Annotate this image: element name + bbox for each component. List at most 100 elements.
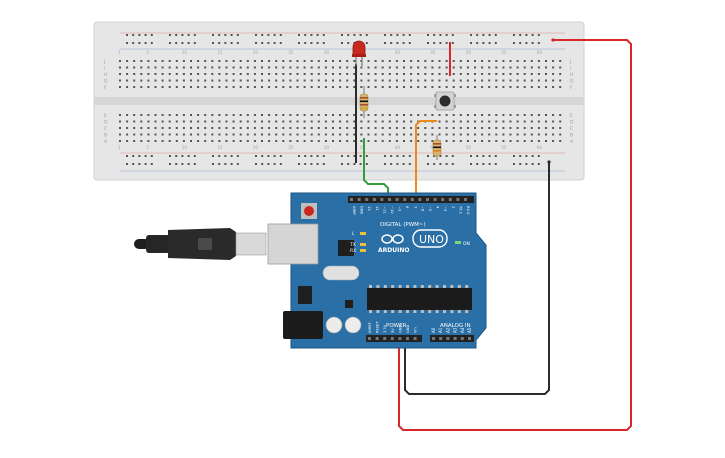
arduino-logo [381,234,404,244]
wire-black-gnd[interactable] [404,162,550,395]
rail-hole [488,155,491,157]
breadboard-hole [417,66,420,69]
breadboard-hole [310,114,313,116]
breadboard-hole [147,133,150,136]
breadboard-hole [225,60,228,62]
breadboard-hole [232,133,235,136]
analog-pin-hole[interactable] [460,337,464,340]
breadboard-hole [310,120,313,123]
breadboard-hole [559,133,562,136]
power-pin-hole[interactable] [375,337,379,340]
rail-hole [482,163,485,165]
wire-green-pin12[interactable] [363,138,389,208]
breadboard-hole [140,66,143,69]
digital-pin-hole[interactable] [448,198,452,201]
breadboard-hole [374,120,377,123]
digital-pin-hole[interactable] [372,198,376,201]
breadboard-hole [168,133,171,136]
wire-orange-pin7[interactable] [415,120,437,208]
reset-button[interactable] [304,206,314,216]
breadboard-hole [559,120,562,123]
breadboard-hole [374,60,377,62]
wire-red-5v[interactable] [398,39,632,431]
chip-leg [369,310,372,313]
digital-pin-hole[interactable] [433,198,437,201]
breadboard-hole [211,60,214,62]
breadboard-hole [324,86,327,88]
breadboard-hole [445,133,448,136]
digital-pin-hole[interactable] [395,198,399,201]
breadboard-hole [225,120,228,123]
rail-hole [359,155,362,157]
rail-hole [304,42,307,44]
digital-pin-hole[interactable] [441,198,445,201]
breadboard-hole [360,120,363,123]
power-pin-hole[interactable] [398,337,402,340]
digital-pin-hole[interactable] [365,198,369,201]
analog-pin-hole[interactable] [446,337,450,340]
breadboard-hole [310,73,313,75]
breadboard-hole [537,66,540,69]
breadboard-hole [502,73,505,75]
analog-pin-hole[interactable] [453,337,457,340]
digital-pin-hole[interactable] [380,198,384,201]
row-label: A [570,139,574,145]
pushbutton-cap[interactable] [439,95,451,107]
power-pin-hole[interactable] [368,337,371,340]
resistor-button[interactable] [432,135,442,160]
breadboard-hole [225,86,228,88]
resistor-led[interactable] [359,86,369,118]
digital-pin-hole[interactable] [403,198,407,201]
power-pin-hole[interactable] [390,337,394,340]
breadboard-hole [388,66,391,69]
usb-cable[interactable] [134,228,267,260]
breadboard-hole [282,79,285,82]
breadboard-hole [410,79,413,82]
analog-pin-hole[interactable] [468,337,471,340]
breadboard-hole [367,60,370,62]
pushbutton-leg [434,94,436,97]
chip-leg [406,285,409,288]
breadboard-hole [445,73,448,75]
rail-hole [187,42,190,44]
digital-pin-label: 2 [451,206,455,208]
led-on-indicator [455,241,461,244]
pushbutton[interactable] [434,91,456,111]
breadboard-hole [253,86,256,88]
breadboard-hole [445,60,448,62]
analog-label: ANALOG IN [440,323,471,329]
digital-pin-hole[interactable] [464,198,467,201]
digital-pin-hole[interactable] [456,198,460,201]
breadboard-hole [552,140,555,142]
digital-pin-hole[interactable] [410,198,414,201]
breadboard-hole [488,120,491,123]
analog-pin-hole[interactable] [432,337,435,340]
led-red[interactable] [352,40,366,66]
power-pin-hole[interactable] [383,337,387,340]
rail-hole [513,34,515,36]
digital-pin-hole[interactable] [426,198,429,201]
breadboard-hole [282,73,285,75]
rail-hole [322,34,325,36]
digital-pin-hole[interactable] [388,198,391,201]
row-label: G [570,79,574,85]
digital-pin-hole[interactable] [418,198,422,201]
breadboard-hole [530,120,533,123]
power-pin-hole[interactable] [406,337,409,340]
analog-pin-hole[interactable] [439,337,443,340]
rail-hole [150,34,153,36]
breadboard-hole [182,60,185,62]
rail-hole [488,42,491,44]
breadboard-hole [353,114,356,116]
breadboard-hole [466,73,469,75]
power-pin-label: 5V [391,328,395,333]
breadboard-hole [204,133,207,136]
power-pin-hole[interactable] [413,337,417,340]
breadboard-hole [211,120,214,123]
rail-hole [390,34,393,36]
digital-pin-hole[interactable] [350,198,353,201]
digital-pin-hole[interactable] [357,198,361,201]
